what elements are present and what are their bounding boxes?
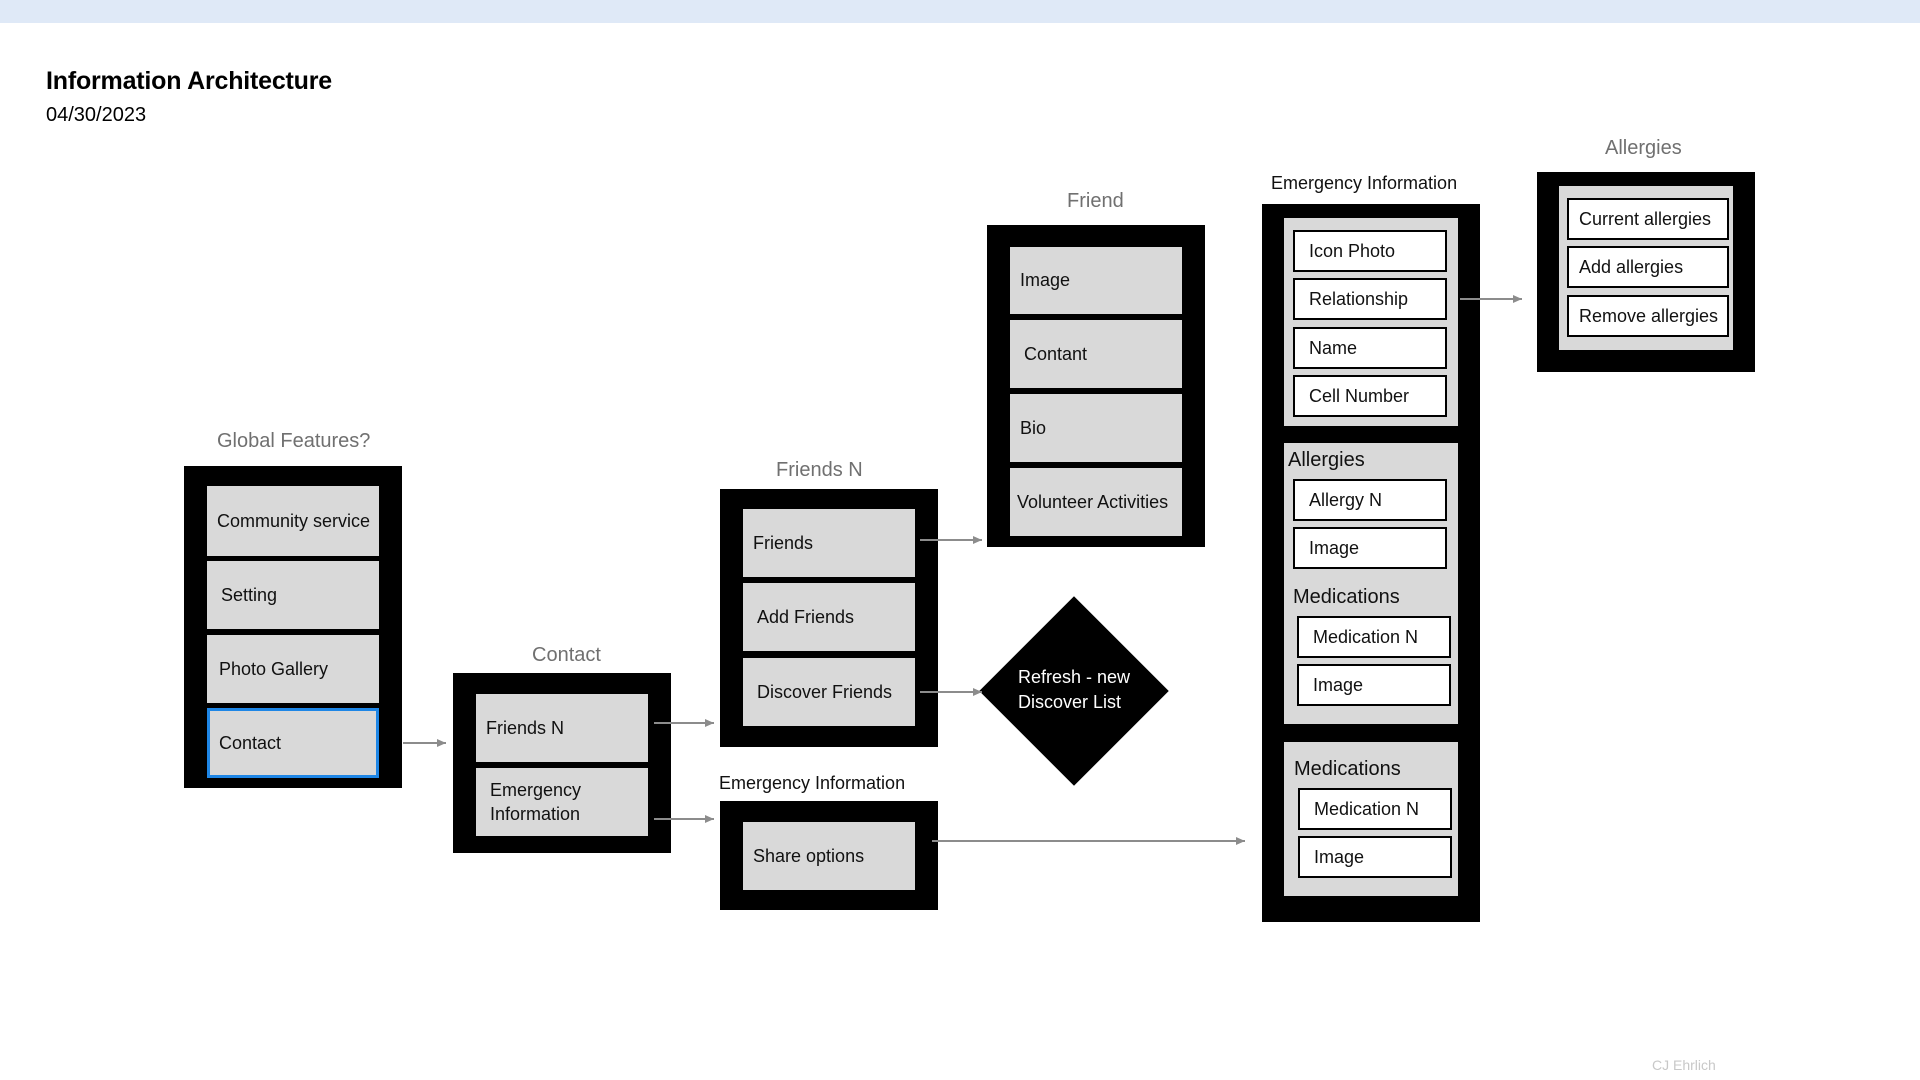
node-allergy-n[interactable]: Allergy N	[1293, 479, 1447, 521]
node-photo-gallery[interactable]: Photo Gallery	[207, 635, 379, 703]
node-remove-allergies[interactable]: Remove allergies	[1567, 295, 1729, 337]
node-emergency-information[interactable]: Emergency Information	[476, 768, 648, 836]
refresh-line1: Refresh - new	[1018, 667, 1131, 687]
node-emergency-line1: Emergency	[490, 779, 582, 800]
share-emergency-label: Emergency Information	[719, 773, 906, 793]
node-share-options[interactable]: Share options	[743, 822, 915, 890]
node-community-service[interactable]: Community service	[207, 486, 379, 556]
node-cell-number[interactable]: Cell Number	[1293, 375, 1447, 417]
medications2-subtitle: Medications	[1294, 758, 1401, 780]
refresh-line2: Discover List	[1018, 692, 1122, 712]
node-allergy-image[interactable]: Image	[1293, 527, 1447, 569]
page-date: 04/30/2023	[46, 104, 147, 126]
medications-subtitle: Medications	[1293, 586, 1400, 608]
node-add-friends[interactable]: Add Friends	[743, 583, 915, 651]
node-discover-friends[interactable]: Discover Friends	[743, 658, 915, 726]
global-features-label: Global Features?	[217, 430, 371, 452]
page-title: Information Architecture	[46, 67, 332, 95]
node-medication2-image[interactable]: Image	[1298, 836, 1452, 878]
node-medication-n[interactable]: Medication N	[1297, 616, 1451, 658]
node-current-allergies[interactable]: Current allergies	[1567, 198, 1729, 240]
allergies-label: Allergies	[1605, 137, 1682, 159]
author-credit: CJ Ehrlich	[1652, 1057, 1716, 1073]
allergies-subtitle: Allergies	[1288, 449, 1365, 471]
node-contant[interactable]: Contant	[1010, 320, 1182, 388]
node-icon-photo[interactable]: Icon Photo	[1293, 230, 1447, 272]
node-contact-selected[interactable]: Contact	[207, 708, 379, 778]
node-friends[interactable]: Friends	[743, 509, 915, 577]
friend-label: Friend	[1067, 190, 1124, 212]
node-bio[interactable]: Bio	[1010, 394, 1182, 462]
node-medication2-n[interactable]: Medication N	[1298, 788, 1452, 830]
node-image[interactable]: Image	[1010, 247, 1182, 314]
node-emergency-line2: Information	[490, 804, 581, 824]
node-add-allergies[interactable]: Add allergies	[1567, 246, 1729, 288]
friends-n-label: Friends N	[776, 459, 863, 481]
node-relationship[interactable]: Relationship	[1293, 278, 1447, 320]
node-medication-image[interactable]: Image	[1297, 664, 1451, 706]
node-name[interactable]: Name	[1293, 327, 1447, 369]
refresh-text: Refresh - new Discover List	[1000, 665, 1150, 715]
top-bar	[0, 0, 1920, 23]
node-friends-n[interactable]: Friends N	[476, 694, 648, 762]
node-volunteer-activities[interactable]: Volunteer Activities	[1010, 468, 1182, 536]
node-setting[interactable]: Setting	[207, 561, 379, 629]
contact-label: Contact	[532, 644, 601, 666]
emergency-info-label: Emergency Information	[1271, 173, 1458, 193]
